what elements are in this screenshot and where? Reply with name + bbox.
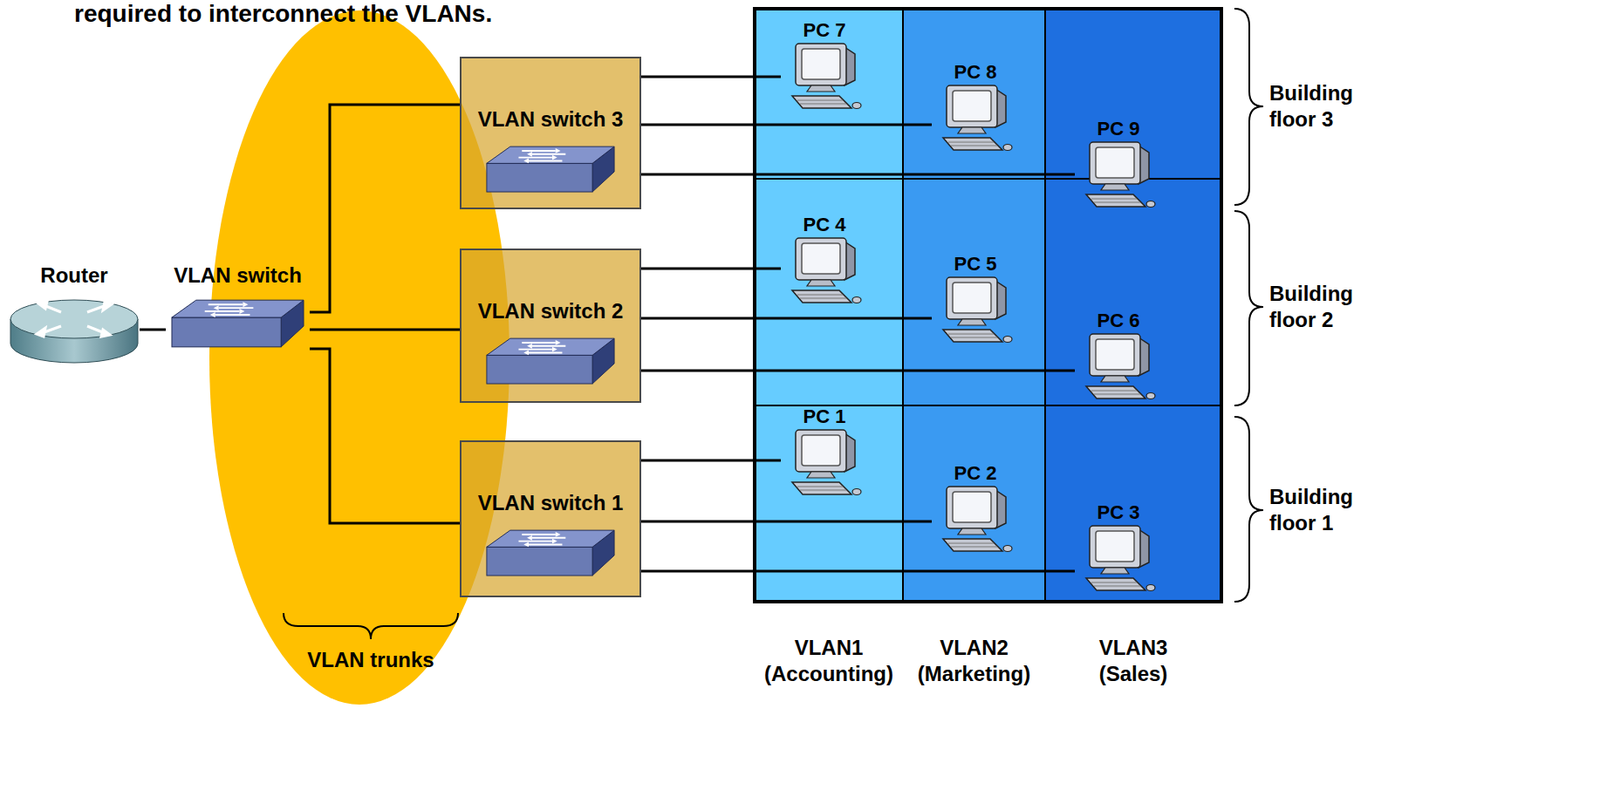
vlan-column: VLAN1 (Accounting)PC 7PC 4PC 1 [754,8,903,602]
pc-station: PC 4 [780,213,869,311]
router-icon [8,296,140,367]
switch-icon [170,296,306,355]
switch-label: VLAN switch 3 [461,107,640,132]
switch-box: VLAN switch 2 [459,248,642,404]
pc-station: PC 2 [931,462,1019,560]
trunk-label: VLAN trunks [283,647,459,674]
vlan-label: VLAN2 (Marketing) [902,635,1046,688]
access-link [641,173,1075,177]
pc-icon [785,236,864,311]
pc-label: PC 8 [931,61,1019,84]
switch-box: VLAN switch 3 [459,56,642,210]
floor-bracket [1234,417,1264,602]
pc-station: PC 1 [780,405,869,503]
pc-station: PC 5 [931,252,1019,350]
device-label: VLAN switch [165,263,310,288]
pc-label: PC 5 [931,252,1019,276]
floor-label: Building floor 1 [1269,484,1379,537]
vlan-frame [754,8,1222,602]
access-link [641,570,1075,574]
column-divider [902,8,904,602]
floor-bracket [1234,211,1264,406]
access-link [641,459,781,463]
pc-icon [1079,524,1158,599]
floor-bracket [1234,8,1264,206]
pc-label: PC 9 [1074,117,1163,141]
pc-icon [1079,140,1158,215]
pc-label: PC 3 [1074,501,1163,525]
column-divider [1044,8,1047,602]
pc-label: PC 6 [1074,309,1163,333]
access-link [641,520,932,524]
floor-label: Building floor 3 [1269,80,1379,133]
vlan-column: VLAN2 (Marketing)PC 8PC 5PC 2 [902,8,1046,602]
access-link [641,75,781,79]
pc-label: PC 4 [780,213,869,237]
pc-station: PC 8 [931,61,1019,158]
pc-icon [785,428,864,503]
pc-label: PC 7 [780,19,869,42]
switch-icon [485,334,616,392]
trunk-bracket [283,613,459,640]
switch-icon [485,526,616,584]
trunk-link [309,348,460,524]
device-label: Router [8,263,140,288]
access-link [641,317,932,321]
pc-station: PC 6 [1074,309,1163,407]
pc-label: PC 2 [931,462,1019,486]
switch-box: VLAN switch 1 [459,440,642,598]
vlan1-fill [754,8,903,602]
pc-station: PC 3 [1074,501,1163,599]
heading-fragment: required to interconnect the VLANs. [74,0,616,28]
floor-label: Building floor 2 [1269,280,1379,334]
access-link [641,369,1075,373]
vlan-label: VLAN1 (Accounting) [754,635,903,688]
router-device: Router [8,263,140,367]
pc-label: PC 1 [780,405,869,429]
access-link [641,267,781,271]
access-link [641,123,932,127]
vlan-column: VLAN3 (Sales)PC 9PC 6PC 3 [1045,8,1222,602]
floor-divider [754,177,1222,180]
switch-label: VLAN switch 2 [461,299,640,324]
vlan2-fill [902,8,1046,602]
vlan-label: VLAN3 (Sales) [1076,635,1190,688]
trunk-link [309,328,460,332]
trunk-link [139,328,166,332]
pc-icon [936,83,1015,158]
vlan3-fill [1045,8,1222,602]
trunk-link [309,104,460,313]
pc-station: PC 7 [780,19,869,117]
switch-label: VLAN switch 1 [461,491,640,516]
switch-icon [485,142,616,200]
pc-icon [1079,332,1158,407]
pc-station: PC 9 [1074,117,1163,215]
pc-icon [936,485,1015,560]
pc-icon [936,275,1015,350]
core-switch: VLAN switch [165,263,310,355]
pc-icon [785,41,864,117]
